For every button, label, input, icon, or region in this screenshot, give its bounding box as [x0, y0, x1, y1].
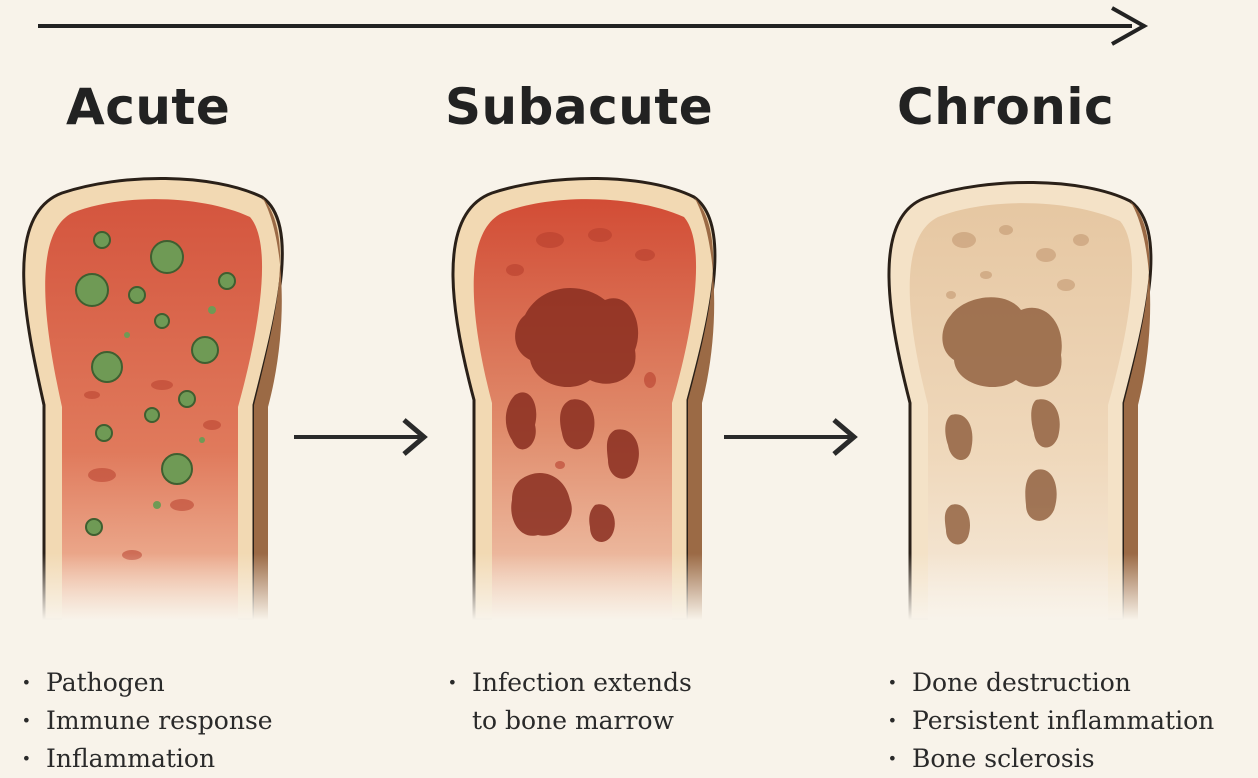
note-item: Bone sclerosis — [884, 740, 1214, 778]
notes-chronic: Done destruction Persistent inflammation… — [884, 664, 1214, 778]
stage-title-chronic: Chronic — [897, 78, 1114, 136]
note-item: Infection extends — [444, 664, 692, 702]
notes-subacute: Infection extends to bone marrow — [444, 664, 692, 740]
step-arrow-icon — [722, 416, 860, 460]
bone-illustration-chronic — [876, 175, 1161, 620]
note-item: Inflammation — [18, 740, 273, 778]
note-item-continuation: to bone marrow — [444, 702, 692, 740]
note-item: Immune response — [18, 702, 273, 740]
stage-title-subacute: Subacute — [445, 78, 713, 136]
bone-illustration-acute — [12, 175, 292, 620]
notes-acute: Pathogen Immune response Inflammation — [18, 664, 273, 778]
note-item: Persistent inflammation — [884, 702, 1214, 740]
timeline-arrow-icon — [0, 0, 1258, 60]
note-item: Pathogen — [18, 664, 273, 702]
step-arrow-icon — [292, 416, 430, 460]
bone-illustration-subacute — [440, 175, 725, 620]
note-item: Done destruction — [884, 664, 1214, 702]
stage-title-acute: Acute — [66, 78, 230, 136]
